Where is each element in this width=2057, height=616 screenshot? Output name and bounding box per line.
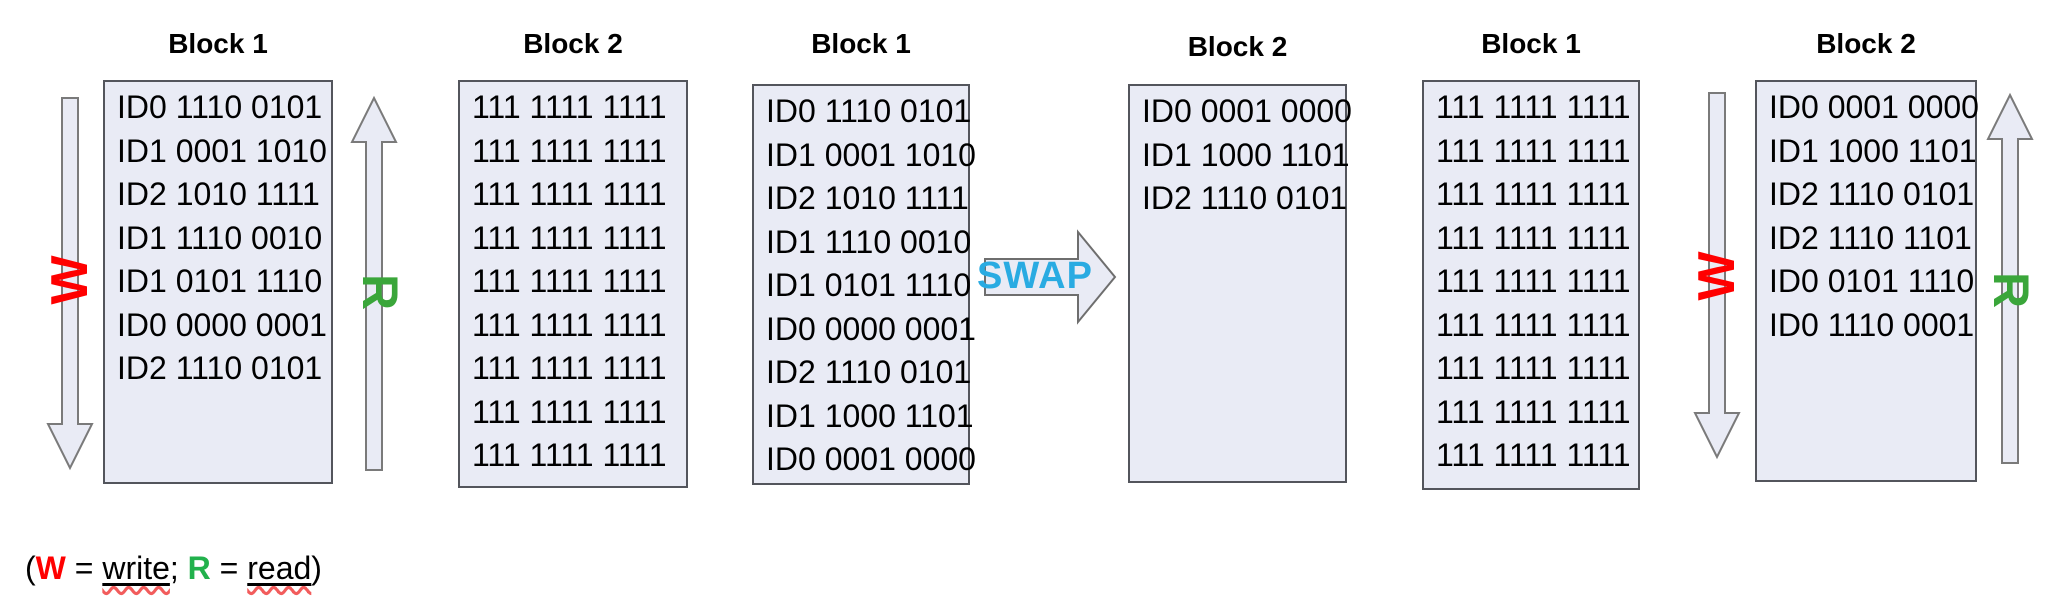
- read-label: R: [352, 273, 408, 311]
- memory-row: 111 1111 1111: [472, 219, 667, 256]
- memory-row: ID0 0000 0001: [766, 310, 976, 347]
- memory-row: 111 1111 1111: [1436, 89, 1631, 125]
- memory-row: 111 1111 1111: [472, 89, 667, 125]
- memory-row: ID1 1110 0010: [117, 219, 323, 256]
- legend-equals: =: [210, 550, 248, 586]
- write-label: W: [41, 255, 99, 305]
- legend-equals: =: [65, 550, 103, 586]
- write-arrow-down-icon: [1693, 92, 1741, 460]
- memory-row: ID0 1110 0101: [117, 89, 323, 125]
- memory-row: ID0 1110 0001: [1769, 306, 1975, 343]
- memory-row: 111 1111 1111: [1436, 263, 1631, 299]
- memory-row: 111 1111 1111: [472, 306, 667, 343]
- block-rows: 111 1111 1111 111 1111 1111 111 1111 1111 1…: [460, 82, 686, 478]
- memory-row: ID1 1000 1101: [1142, 136, 1350, 173]
- memory-row: 111 1111 1111: [1436, 393, 1631, 430]
- memory-row: ID1 1110 0010: [766, 223, 972, 260]
- memory-row: 111 1111 1111: [1436, 306, 1631, 343]
- memory-row: ID0 1110 0101: [766, 93, 972, 129]
- memory-row: ID0 0000 0001: [117, 306, 327, 343]
- legend: (W = write; R = read): [25, 550, 322, 587]
- memory-row: ID2 1010 1111: [766, 180, 969, 216]
- block-title: Block 1: [1481, 28, 1581, 59]
- memory-row: 111 1111 1111: [1436, 132, 1631, 169]
- memory-row: 111 1111 1111: [1436, 176, 1631, 212]
- memory-row: ID2 1110 0101: [117, 350, 323, 386]
- legend-read-letter: R: [187, 550, 211, 586]
- memory-row: ID1 1000 1101: [766, 397, 974, 434]
- memory-row: ID2 1010 1111: [117, 176, 320, 212]
- memory-row: ID0 0001 0000: [1142, 93, 1352, 129]
- memory-block-1-erased: 111 1111 1111 111 1111 1111 111 1111 1111 1…: [1422, 80, 1640, 490]
- memory-row: 111 1111 1111: [1436, 437, 1631, 473]
- memory-row: 111 1111 1111: [472, 132, 667, 169]
- memory-row: ID2 1110 1101: [1769, 219, 1972, 256]
- memory-row: ID1 0101 1110: [766, 267, 972, 303]
- memory-row: 111 1111 1111: [1436, 350, 1631, 386]
- memory-row: ID1 0001 1010: [117, 132, 327, 169]
- legend-read-word: read: [247, 550, 312, 586]
- memory-row: ID2 1110 0101: [1142, 180, 1348, 216]
- legend-write-word-wrap: write: [102, 550, 170, 586]
- legend-separator: ;: [169, 550, 188, 586]
- block-title: Block 1: [811, 28, 911, 59]
- legend-write-word: write: [102, 550, 170, 586]
- swap-arrow-icon: [984, 229, 1117, 325]
- memory-row: ID1 1000 1101: [1769, 132, 1977, 169]
- memory-row: ID2 1110 0101: [1769, 176, 1975, 212]
- block-title: Block 2: [1187, 31, 1288, 62]
- write-label: W: [1688, 251, 1746, 301]
- memory-row: ID0 0101 1110: [1769, 263, 1975, 299]
- write-arrow-down-icon: [46, 97, 94, 471]
- memory-row: ID0 0001 0000: [766, 441, 976, 477]
- memory-row: 111 1111 1111: [472, 350, 667, 386]
- memory-row: 111 1111 1111: [472, 263, 667, 299]
- memory-row: 111 1111 1111: [472, 437, 667, 473]
- memory-row: 111 1111 1111: [1436, 219, 1631, 256]
- memory-row: 111 1111 1111: [472, 176, 667, 212]
- read-arrow-up-icon: [1986, 92, 2034, 464]
- block-rows: 111 1111 1111 111 1111 1111 111 1111 1111 1…: [1424, 82, 1638, 478]
- block-title: Block 2: [523, 28, 623, 59]
- memory-row: 111 1111 1111: [472, 393, 667, 430]
- read-arrow-up-icon: [350, 95, 398, 471]
- legend-close-paren: ): [311, 550, 322, 586]
- memory-row: ID1 0101 1110: [117, 263, 323, 299]
- legend-write-letter: W: [35, 550, 66, 586]
- block-title: Block 2: [1816, 28, 1916, 59]
- memory-block-2-erased: 111 1111 1111 111 1111 1111 111 1111 1111 1…: [458, 80, 688, 488]
- memory-row: ID0 0001 0000: [1769, 89, 1979, 125]
- read-label: R: [1983, 271, 2039, 309]
- swap-label: SWAP: [977, 255, 1093, 297]
- legend-open-paren: (: [25, 550, 36, 586]
- memory-row: ID2 1110 0101: [766, 354, 972, 390]
- memory-row: ID1 0001 1010: [766, 136, 976, 173]
- legend-read-word-wrap: read: [247, 550, 311, 586]
- block-title: Block 1: [168, 28, 268, 59]
